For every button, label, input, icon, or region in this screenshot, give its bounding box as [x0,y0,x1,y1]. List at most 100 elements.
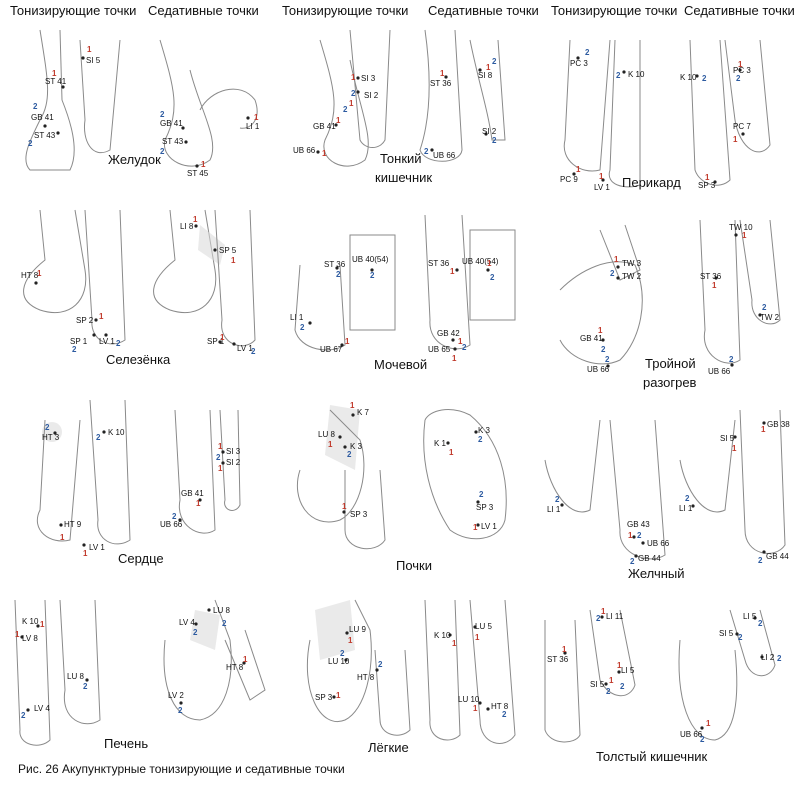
sedate-number: 2 [21,711,26,720]
point-marker [486,707,490,711]
point-label: PC 9 [560,175,578,184]
point-marker [308,321,312,325]
si-leg2-sketch [419,29,463,162]
kidney-sole-sketch [423,409,507,540]
point-label: ST 36 [547,655,569,664]
point-marker [82,543,86,547]
point-label: HT 8 [357,673,375,682]
point-label: PC 3 [570,59,588,68]
acupuncture-points: ST 41 1 SI 5 1 GB 41 2 ST 43 2 GB 41 2 S… [15,45,790,744]
point-marker [334,123,338,127]
tonify-number: 1 [473,523,478,532]
sedate-number: 2 [351,89,356,98]
sedate-number: 2 [424,147,429,156]
bladder-leg-sketch [294,264,346,351]
tonify-number: 1 [598,326,603,335]
organ-heart: Сердце [118,551,164,566]
si-leg-sketch [319,39,369,167]
point-marker [478,701,482,705]
sedate-number: 2 [479,490,484,499]
point-label: HT 3 [42,433,60,442]
sedate-number: 2 [343,105,348,114]
sedate-number: 2 [492,136,497,145]
point-label: UB 67 [320,345,343,354]
bladder-leg2-sketch [424,214,471,350]
point-marker [56,131,60,135]
th-foot-sketch [559,261,643,365]
point-label: SP 3 [698,181,716,190]
point-marker [343,445,347,449]
sedate-number: 2 [378,660,383,669]
point-marker [760,655,764,659]
spleen-hand-sketch [23,209,87,314]
tonify-number: 1 [614,255,619,264]
lung-shade [315,600,355,660]
sedate-number: 2 [340,649,345,658]
point-marker [356,90,360,94]
point-marker [85,678,89,682]
point-label: GB 41 [580,334,603,343]
header-tonifying-3: Тонизирующие точки [551,3,677,18]
sedate-number: 2 [610,269,615,278]
tonify-number: 1 [60,533,65,542]
tonify-number: 1 [349,99,354,108]
point-marker [340,343,344,347]
point-marker [691,504,695,508]
point-label: TW 3 [622,259,642,268]
point-marker [53,431,57,435]
point-marker [604,682,608,686]
point-label: GB 41 [160,119,183,128]
point-marker [104,333,108,337]
tonify-number: 1 [599,172,604,181]
point-marker [641,541,645,545]
point-label: LV 1 [481,522,497,531]
sedate-number: 2 [222,619,227,628]
point-label: GB 44 [638,554,661,563]
point-marker [632,535,636,539]
point-marker [194,224,198,228]
point-label: K 3 [478,426,491,435]
point-marker [563,651,567,655]
tonify-number: 1 [218,464,223,473]
point-marker [622,70,626,74]
point-label: SI 3 [361,74,376,83]
point-marker [178,518,182,522]
sedate-number: 2 [251,347,256,356]
sedate-number: 2 [33,102,38,111]
tonify-number: 1 [458,337,463,346]
tonify-number: 1 [452,354,457,363]
pc-arm2-sketch [724,39,771,153]
stomach-foot-sketch [159,39,214,167]
tonify-number: 1 [712,281,717,290]
point-marker [221,450,225,454]
kidney-hand-sketch [296,409,365,523]
sedate-number: 2 [116,339,121,348]
tonify-number: 1 [345,337,350,346]
point-label: LI 5 [743,612,757,621]
point-label: GB 38 [767,420,790,429]
point-marker [455,268,459,272]
sedate-number: 2 [702,74,707,83]
point-marker [601,338,605,342]
point-marker [576,56,580,60]
point-label: LU 10 [458,695,480,704]
heart-arm-sketch [36,419,81,542]
point-label: ST 36 [700,272,722,281]
lung-hand2-sketch [374,649,411,736]
point-label: K 10 [22,617,39,626]
li-leg-sketch [544,619,581,743]
point-marker [344,658,348,662]
gb-foot2-sketch [739,409,786,554]
tonify-number: 1 [450,267,455,276]
header-tonifying-1: Тонизирующие точки [10,3,136,18]
point-label: TW 2 [622,272,642,281]
tonify-number: 1 [440,69,445,78]
tonify-number: 1 [40,620,45,629]
tonify-number: 1 [350,401,355,410]
tonify-number: 1 [15,630,20,639]
point-label: SP 5 [219,246,237,255]
point-label: K 10 [434,631,451,640]
header-sedative-3: Седативные точки [684,3,795,18]
heart-shade [42,422,62,442]
sedate-number: 2 [606,687,611,696]
